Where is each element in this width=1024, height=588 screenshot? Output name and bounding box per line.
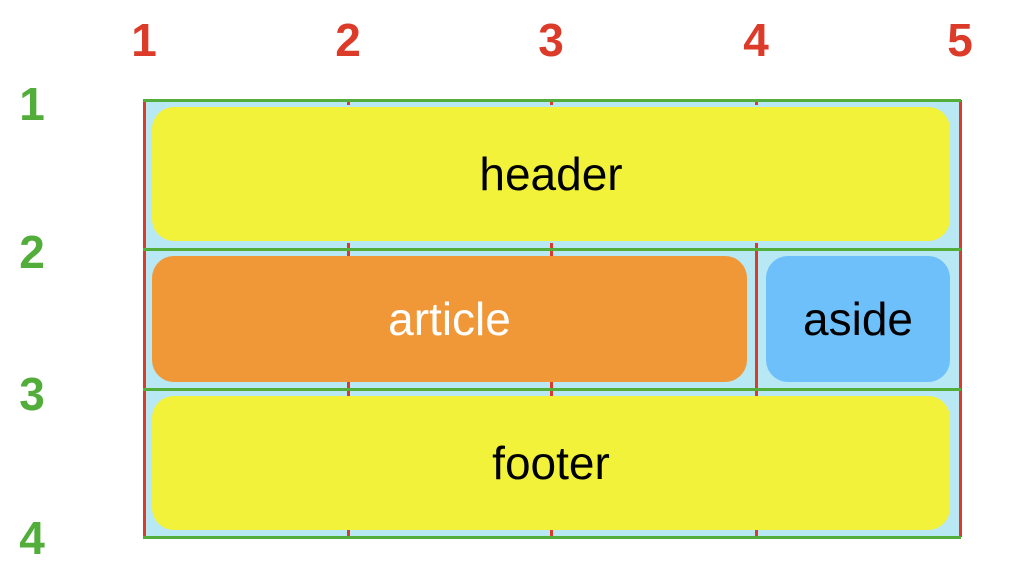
aside-area: aside xyxy=(766,256,950,382)
column-line-number-2: 2 xyxy=(335,14,361,66)
column-line-2-tick xyxy=(347,100,350,105)
header-area: header xyxy=(152,107,950,241)
row-line-1 xyxy=(143,99,961,102)
row-line-3 xyxy=(143,388,961,391)
column-line-4-tick xyxy=(755,530,758,537)
row-line-number-4: 4 xyxy=(19,512,45,564)
column-line-1 xyxy=(143,100,146,537)
column-line-number-5: 5 xyxy=(947,14,973,66)
column-line-3-tick xyxy=(550,100,553,105)
row-line-number-1: 1 xyxy=(19,78,45,130)
column-line-3-tick xyxy=(550,530,553,537)
column-line-4-segment xyxy=(755,249,758,389)
row-line-number-2: 2 xyxy=(19,226,45,278)
column-line-2-tick xyxy=(347,530,350,537)
article-area: article xyxy=(152,256,747,382)
row-line-number-3: 3 xyxy=(19,368,45,420)
column-line-5 xyxy=(959,100,962,537)
aside-area-label: aside xyxy=(803,293,913,345)
article-area-label: article xyxy=(388,293,511,345)
column-line-4-tick xyxy=(755,100,758,105)
row-line-2 xyxy=(143,248,961,251)
column-line-number-1: 1 xyxy=(131,14,157,66)
column-line-number-4: 4 xyxy=(743,14,769,66)
footer-area-label: footer xyxy=(492,437,610,489)
footer-area: footer xyxy=(152,396,950,530)
row-line-4 xyxy=(143,536,961,539)
header-area-label: header xyxy=(479,148,623,200)
column-line-number-3: 3 xyxy=(538,14,564,66)
